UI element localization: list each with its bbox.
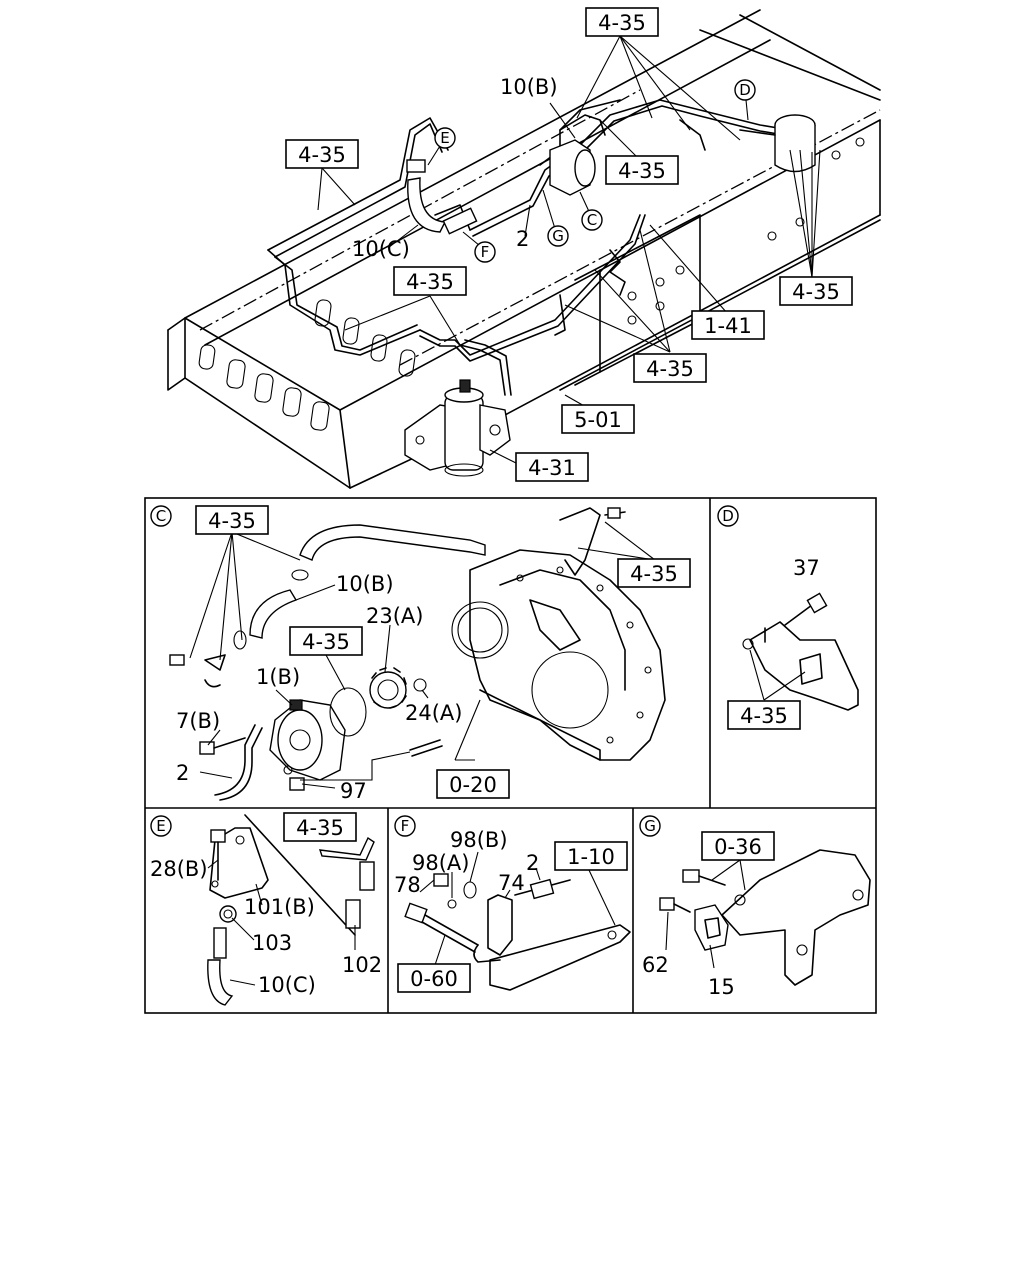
ref-0-36: 0-36 — [701, 831, 775, 861]
ref-0-60: 0-60 — [397, 963, 471, 993]
svg-text:4-35: 4-35 — [792, 280, 840, 304]
svg-text:4-35: 4-35 — [302, 630, 350, 654]
detail-panels-frame — [144, 497, 877, 1014]
svg-text:G: G — [644, 817, 656, 835]
svg-text:4-35: 4-35 — [646, 357, 694, 381]
ref-4-35-right: 4-35 — [779, 276, 853, 306]
panel-g-letter: G — [639, 815, 661, 837]
label-10c-panel-e: 10(C) — [258, 973, 316, 997]
callout-f-top: F — [474, 241, 496, 263]
ref-4-35-left: 4-35 — [285, 139, 359, 169]
label-37: 37 — [793, 556, 820, 580]
svg-text:4-35: 4-35 — [208, 509, 256, 533]
pump-assembly — [269, 699, 346, 781]
callout-c-top: C — [581, 209, 603, 231]
svg-text:C: C — [587, 211, 597, 229]
label-62: 62 — [642, 953, 669, 977]
leader-lines-panel-e — [207, 859, 356, 986]
ref-4-35-lower: 4-35 — [633, 353, 707, 383]
svg-text:F: F — [401, 817, 410, 835]
leader-lines-panel-g — [665, 859, 746, 969]
ref-4-35-center: 4-35 — [393, 266, 467, 296]
svg-text:4-35: 4-35 — [406, 270, 454, 294]
leader-lines-panel-c — [189, 521, 656, 789]
leader-lines-top — [317, 35, 821, 466]
panel-f: F — [394, 815, 631, 991]
svg-text:E: E — [440, 129, 449, 147]
ref-4-35-panel-e: 4-35 — [283, 812, 357, 842]
leader-lines-panel-f — [419, 851, 616, 966]
label-98a: 98(A) — [412, 851, 469, 875]
panel-e: E — [150, 814, 375, 1006]
panel-f-letter: F — [394, 815, 416, 837]
svg-text:F: F — [481, 243, 490, 261]
svg-text:4-35: 4-35 — [740, 704, 788, 728]
svg-text:D: D — [739, 81, 751, 99]
label-97: 97 — [340, 779, 367, 803]
svg-text:0-60: 0-60 — [410, 967, 458, 991]
ref-1-41: 1-41 — [691, 310, 765, 340]
ref-4-31: 4-31 — [515, 452, 589, 482]
label-2-top: 2 — [516, 227, 529, 251]
label-101b: 101(B) — [244, 895, 315, 919]
panel-c: C — [150, 505, 666, 801]
svg-text:4-35: 4-35 — [598, 11, 646, 35]
svg-text:4-35: 4-35 — [296, 816, 344, 840]
svg-text:1-41: 1-41 — [704, 314, 752, 338]
svg-text:C: C — [156, 507, 166, 525]
label-103: 103 — [252, 931, 292, 955]
svg-text:4-35: 4-35 — [298, 143, 346, 167]
ref-4-35-top: 4-35 — [585, 7, 659, 37]
panel-d: D — [717, 505, 859, 711]
label-2-panel-f: 2 — [526, 851, 539, 875]
svg-text:1-10: 1-10 — [567, 845, 615, 869]
label-10b-top: 10(B) — [500, 75, 558, 99]
svg-text:4-31: 4-31 — [528, 456, 576, 480]
ref-1-10: 1-10 — [554, 841, 628, 871]
svg-text:0-36: 0-36 — [714, 835, 762, 859]
callout-g-top: G — [547, 225, 569, 247]
label-78: 78 — [394, 873, 421, 897]
panel-e-letter: E — [150, 815, 172, 837]
ref-4-35-booster: 4-35 — [605, 155, 679, 185]
svg-text:5-01: 5-01 — [574, 408, 622, 432]
label-102: 102 — [342, 953, 382, 977]
ref-4-35-panel-c-1: 4-35 — [195, 505, 269, 535]
label-24a: 24(A) — [405, 701, 462, 725]
ref-5-01: 5-01 — [561, 404, 635, 434]
ref-0-20: 0-20 — [436, 769, 510, 799]
label-10b-panel-c: 10(B) — [336, 572, 394, 596]
label-1b: 1(B) — [256, 665, 300, 689]
ref-4-35-panel-c-2: 4-35 — [617, 558, 691, 588]
ref-4-35-panel-d: 4-35 — [727, 700, 801, 730]
label-10c-top: 10(C) — [352, 237, 410, 261]
callout-d-top: D — [734, 79, 756, 101]
label-7b: 7(B) — [176, 709, 220, 733]
svg-text:E: E — [156, 817, 165, 835]
callout-e-top: E — [434, 127, 456, 149]
label-15: 15 — [708, 975, 735, 999]
label-2-panel-c: 2 — [176, 761, 189, 785]
svg-text:G: G — [552, 227, 564, 245]
panel-g: G — [639, 815, 871, 986]
ref-4-35-panel-c-3: 4-35 — [289, 626, 363, 656]
label-28b: 28(B) — [150, 857, 208, 881]
air-drier-assembly — [404, 379, 511, 477]
label-74: 74 — [498, 871, 525, 895]
label-23a: 23(A) — [366, 604, 423, 628]
panel-d-letter: D — [717, 505, 739, 527]
svg-text:D: D — [722, 507, 734, 525]
svg-text:0-20: 0-20 — [449, 773, 497, 797]
label-98b: 98(B) — [450, 828, 508, 852]
svg-text:4-35: 4-35 — [618, 159, 666, 183]
panel-c-letter: C — [150, 505, 172, 527]
svg-text:4-35: 4-35 — [630, 562, 678, 586]
